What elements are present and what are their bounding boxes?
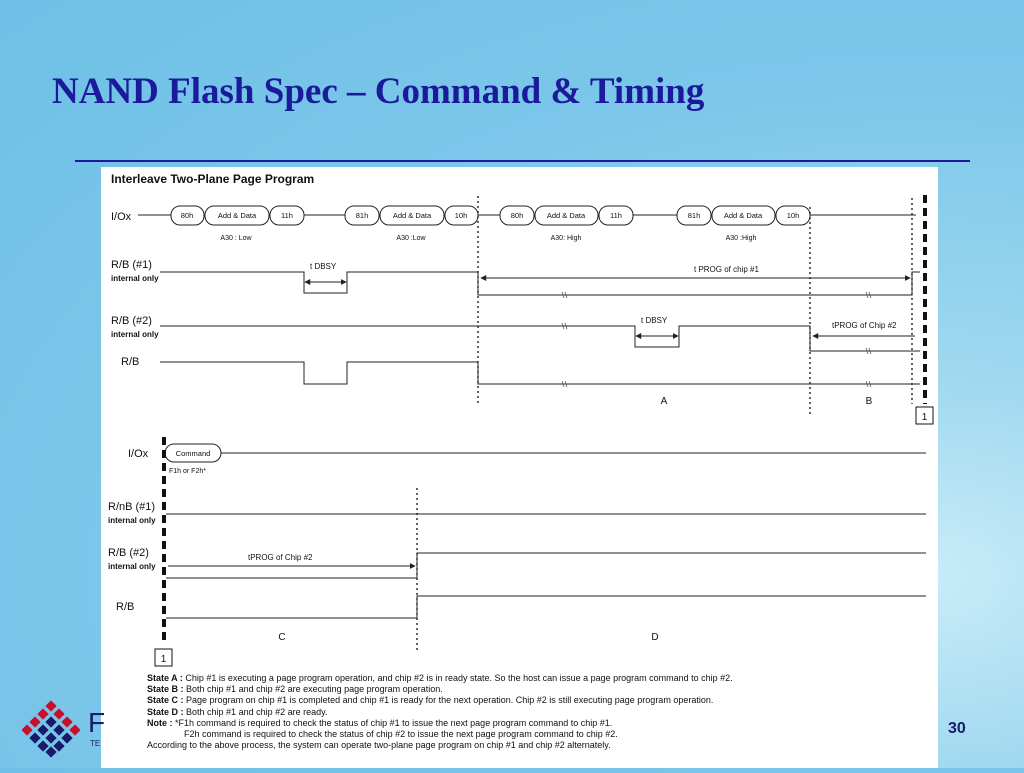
rb1-waveform: [160, 271, 920, 296]
state-c-label: C: [278, 632, 285, 643]
note-state-c: State C : Page program on chip #1 is com…: [147, 695, 714, 706]
rb2-waveform-bottom: [166, 552, 926, 579]
cmd-11h-1: 11h: [281, 211, 293, 220]
top-diagram-heading: Interleave Two-Plane Page Program: [111, 172, 314, 186]
rb-label-bottom: R/B: [116, 601, 134, 613]
note-state-d: State D : Both chip #1 and chip #2 are r…: [147, 706, 328, 717]
tprog-chip1-label: t PROG of chip #1: [694, 265, 759, 274]
io-waveform: [138, 205, 916, 226]
tdbsy-label-2: t DBSY: [641, 316, 668, 325]
a30-high-label-2: A30 :High: [726, 235, 757, 242]
io-label: I/Ox: [111, 211, 132, 223]
rb2-internal-label-bottom: internal only: [108, 562, 156, 571]
company-logo-icon: [22, 700, 80, 758]
a30-low-label-1: A30 : Low: [220, 235, 252, 242]
cmd-10h-2: 10h: [787, 211, 800, 220]
marker-box-top: [915, 406, 934, 425]
cmd-add-data-1: Add & Data: [218, 211, 257, 220]
logo-subtext: TE: [90, 739, 101, 748]
cmd-add-data-4: Add & Data: [724, 211, 763, 220]
rb2-waveform: [160, 325, 920, 352]
rnb1-label: R/nB (#1): [108, 501, 155, 513]
state-a-label: A: [661, 396, 668, 407]
f1h-f2h-label: F1h or F2h*: [169, 468, 206, 475]
cmd-80h-1: 80h: [181, 211, 194, 220]
cmd-10h-1: 10h: [455, 211, 468, 220]
cmd-80h-2: 80h: [511, 211, 524, 220]
timing-diagram-panel: Interleave Two-Plane Page Program I/Ox 8…: [101, 167, 938, 768]
cmd-81h-2: 81h: [688, 211, 701, 220]
note-f2h: F2h command is required to check the sta…: [184, 729, 618, 740]
state-dividers-top: [477, 196, 913, 414]
a30-low-label-2: A30 :Low: [396, 235, 426, 242]
slide-title: NAND Flash Spec – Command & Timing: [52, 71, 705, 112]
page-number: 30: [948, 720, 966, 737]
state-d-label: D: [651, 632, 658, 643]
rb2-internal-label: internal only: [111, 330, 159, 339]
rb1-label: R/B (#1): [111, 259, 152, 271]
rb1-internal-label: internal only: [111, 274, 159, 283]
timing-diagram: Interleave Two-Plane Page Program I/Ox 8…: [108, 172, 934, 667]
state-b-label: B: [866, 396, 873, 407]
cmd-add-data-3: Add & Data: [547, 211, 586, 220]
cmd-11h-2: 11h: [610, 211, 622, 220]
rb2-label-bottom: R/B (#2): [108, 547, 149, 559]
note-state-a: State A : Chip #1 is executing a page pr…: [147, 673, 733, 683]
cmd-81h-1: 81h: [356, 211, 369, 220]
tprog-chip2-label-top: tPROG of Chip #2: [832, 321, 897, 330]
marker-box-bottom: [154, 648, 173, 667]
a30-high-label-1: A30: High: [551, 235, 582, 242]
tdbsy-label-1: t DBSY: [310, 262, 337, 271]
rnb1-internal-label: internal only: [108, 516, 156, 525]
rb2-label: R/B (#2): [111, 315, 152, 327]
logo-text: F: [88, 707, 106, 738]
note-conclusion: According to the above process, the syst…: [147, 740, 611, 751]
marker-number-bottom: 1: [161, 654, 167, 665]
io-label-bottom: I/Ox: [128, 448, 149, 460]
note-f1h: Note : *F1h command is required to check…: [147, 717, 613, 728]
break-marks: [561, 291, 872, 388]
command-text: Command: [176, 449, 211, 458]
tprog-chip2-label-bottom: tPROG of Chip #2: [248, 553, 313, 562]
rb-waveform-bottom: [166, 595, 926, 619]
rb-label: R/B: [121, 356, 139, 368]
note-state-b: State B : Both chip #1 and chip #2 are e…: [147, 684, 443, 695]
cmd-add-data-2: Add & Data: [393, 211, 432, 220]
marker-number-top: 1: [922, 412, 928, 423]
title-underline: [75, 160, 970, 162]
rb-waveform: [160, 361, 920, 385]
state-notes: State A : Chip #1 is executing a page pr…: [147, 673, 907, 751]
